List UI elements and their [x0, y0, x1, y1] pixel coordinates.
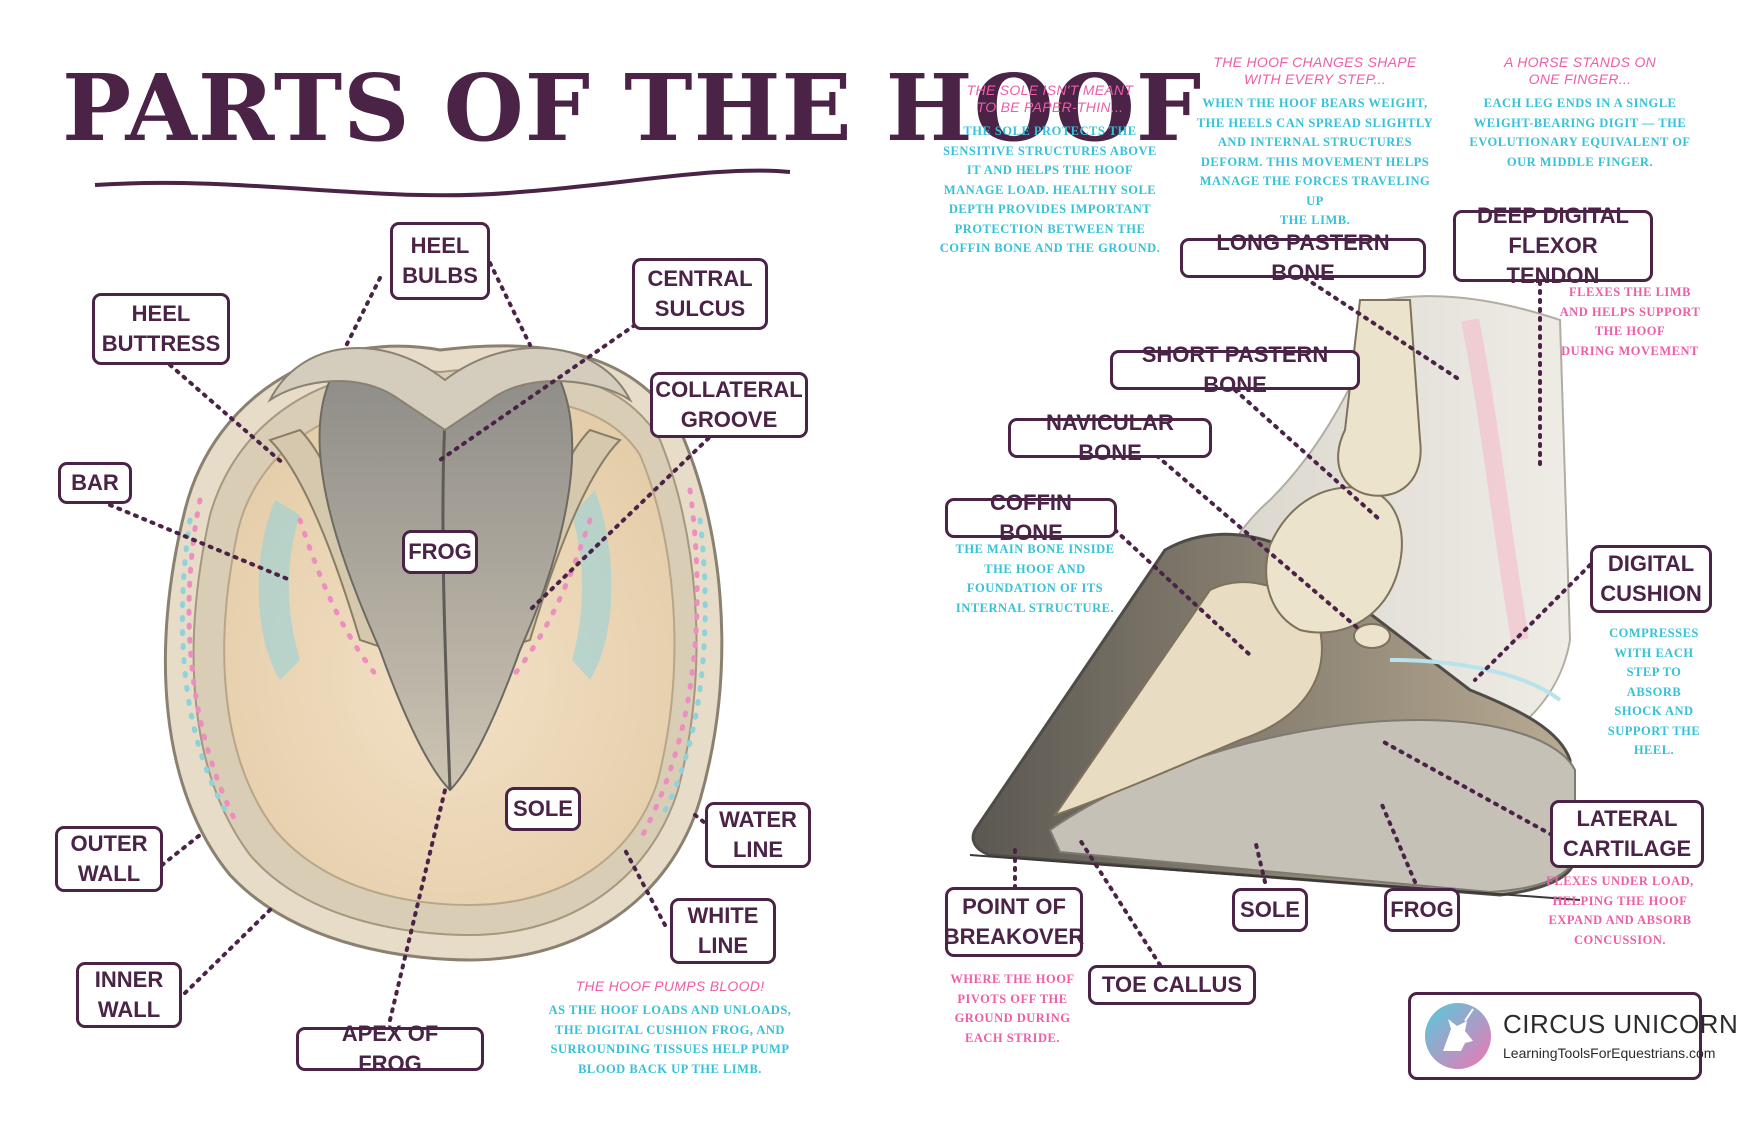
label-line: BULBS — [402, 263, 478, 288]
label-central-sulcus: CENTRAL SULCUS — [632, 258, 768, 330]
label-short-pastern-bone: SHORT PASTERN BONE — [1110, 342, 1360, 397]
label-deep-digital-flexor-tendon: DEEP DIGITAL FLEXOR TENDON — [1453, 203, 1653, 288]
label-line: LINE — [732, 837, 784, 862]
label-line: WALL — [97, 997, 161, 1022]
note-heading: THE HOOF PUMPS BLOOD! — [575, 978, 765, 994]
label-bar: BAR — [58, 462, 132, 504]
page-title: PARTS OF THE HOOF — [62, 54, 1203, 162]
label-line: CUSHION — [1600, 581, 1702, 606]
label-toe-callus: TOE CALLUS — [1088, 965, 1256, 1005]
label-line: FLEXOR TENDON — [1506, 233, 1600, 288]
label-line: BUTTRESS — [101, 331, 221, 356]
label-heel-bulbs: HEEL BULBS — [390, 222, 490, 300]
label-line: OUTER — [70, 831, 148, 856]
label-line: INNER — [94, 967, 164, 992]
label-digital-cushion: DIGITAL CUSHION — [1590, 545, 1712, 613]
label-sole-bottom: SOLE — [505, 787, 581, 831]
label-line: CARTILAGE — [1562, 836, 1692, 861]
label-coffin-bone: COFFIN BONE — [945, 490, 1117, 545]
label-frog-side: FROG — [1384, 888, 1460, 932]
label-heel-buttress: HEEL BUTTRESS — [92, 293, 230, 365]
label-line: DIGITAL — [1607, 551, 1695, 576]
label-line: WHITE — [687, 903, 759, 928]
title-swash — [94, 168, 791, 198]
label-line: POINT OF — [962, 894, 1066, 919]
hoof-bottom-view — [163, 344, 724, 962]
label-point-of-breakover: POINT OF BREAKOVER — [943, 887, 1085, 957]
hoof-side-view — [969, 295, 1581, 901]
label-line: WALL — [77, 861, 141, 886]
label-collateral-groove: COLLATERAL GROOVE — [650, 372, 808, 438]
leader-lines — [108, 261, 1592, 1022]
label-line: LINE — [697, 933, 749, 958]
label-line: WATER — [719, 807, 797, 832]
brand-name: CIRCUS UNICORN — [1503, 1009, 1739, 1039]
label-sole-side: SOLE — [1232, 888, 1308, 932]
label-line: DEEP DIGITAL — [1477, 203, 1629, 228]
label-apex-of-frog: APEX OF FROG — [296, 1021, 484, 1076]
label-navicular-bone: NAVICULAR BONE — [1008, 410, 1212, 465]
label-line: HEEL — [131, 301, 191, 326]
label-line: BREAKOVER — [943, 924, 1085, 949]
label-line: LATERAL — [1576, 806, 1678, 831]
label-lateral-cartilage: LATERAL CARTILAGE — [1550, 800, 1704, 868]
label-line: HEEL — [410, 233, 470, 258]
label-inner-wall: INNER WALL — [76, 962, 182, 1028]
label-water-line: WATER LINE — [705, 802, 811, 868]
label-line: SULCUS — [654, 296, 746, 321]
label-line: COLLATERAL — [655, 377, 803, 402]
label-line: CENTRAL — [647, 266, 753, 291]
unicorn-logo-icon — [1425, 1003, 1491, 1069]
label-outer-wall: OUTER WALL — [55, 826, 163, 892]
brand-url[interactable]: LearningToolsForEquestrians.com — [1503, 1045, 1716, 1061]
note-pump: THE HOOF PUMPS BLOOD! AS THE HOOF LOADS … — [535, 978, 805, 1079]
label-long-pastern-bone: LONG PASTERN BONE — [1180, 230, 1426, 285]
label-white-line: WHITE LINE — [670, 898, 776, 964]
label-frog-bottom: FROG — [402, 530, 478, 574]
label-line: GROOVE — [680, 407, 778, 432]
brand-logo[interactable]: CIRCUS UNICORN LearningToolsForEquestria… — [1408, 992, 1738, 1080]
